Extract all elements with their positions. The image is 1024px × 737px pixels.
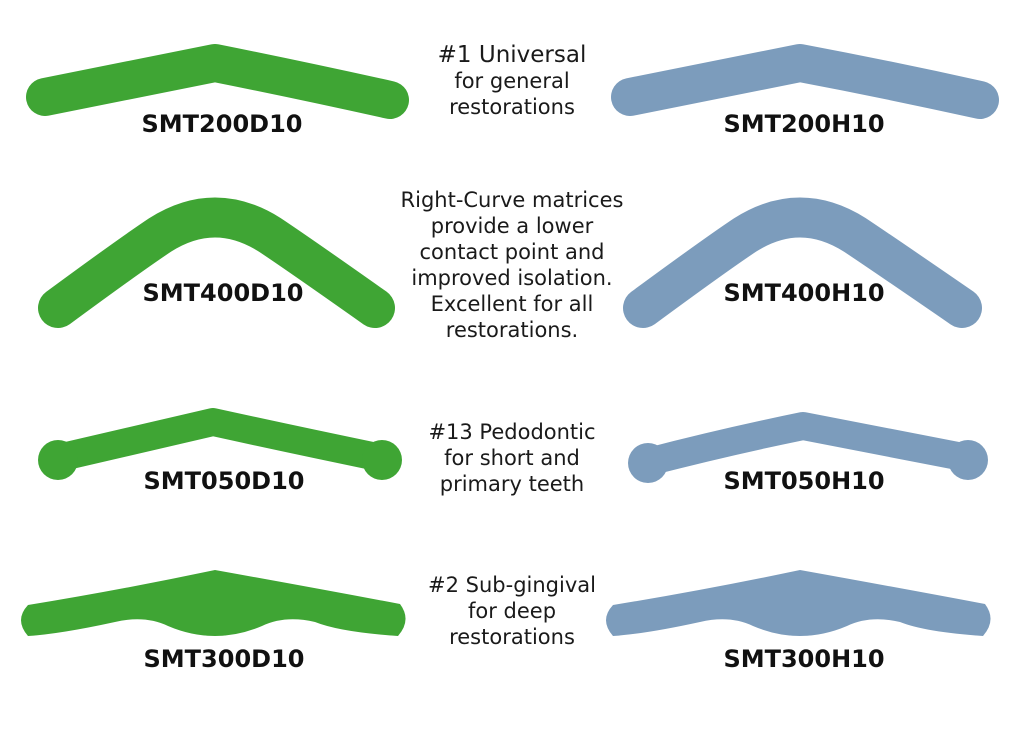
product-code-left: SMT200D10 <box>141 110 303 138</box>
description-line: restorations. <box>445 318 579 342</box>
description-line: provide a lower <box>430 214 594 238</box>
product-code-left: SMT050D10 <box>143 467 305 495</box>
product-code-right: SMT200H10 <box>723 110 885 138</box>
description-line: restorations <box>449 625 575 649</box>
pedodontic-right-end-cap-a <box>628 443 668 483</box>
description-line: for short and <box>444 446 580 470</box>
description-line: for general <box>454 69 570 93</box>
description-line: improved isolation. <box>411 266 613 290</box>
description-line: #2 Sub-gingival <box>428 573 596 597</box>
description-line: Right-Curve matrices <box>400 188 624 212</box>
matrix-description: #1 Universal for general restorations <box>377 42 647 120</box>
matrix-band-right-curve-left <box>38 197 395 328</box>
description-line: primary teeth <box>439 472 585 496</box>
matrix-band-sub-gingival-left <box>21 570 406 636</box>
description-line: contact point and <box>419 240 605 264</box>
product-code-left: SMT400D10 <box>142 279 304 307</box>
matrix-description: #13 Pedodontic for short and primary tee… <box>377 419 647 497</box>
pedodontic-right-end-cap-b <box>948 440 988 480</box>
description-line: for deep <box>467 599 557 623</box>
matrix-band-right-curve-right <box>623 197 982 328</box>
description-line: restorations <box>449 95 575 119</box>
matrix-description: #2 Sub-gingival for deep restorations <box>377 572 647 650</box>
matrix-band-universal-right <box>611 44 999 119</box>
description-line: #13 Pedodontic <box>428 420 596 444</box>
product-code-left: SMT300D10 <box>143 645 305 673</box>
description-line: Excellent for all <box>430 292 594 316</box>
product-code-right: SMT400H10 <box>723 279 885 307</box>
pedodontic-left-end-cap-a <box>38 440 78 480</box>
matrix-band-sub-gingival-right <box>606 570 991 636</box>
product-code-right: SMT050H10 <box>723 467 885 495</box>
pedodontic-left-end-cap-b <box>362 440 402 480</box>
matrix-band-pedodontic-left <box>44 408 396 472</box>
product-code-right: SMT300H10 <box>723 645 885 673</box>
matrix-band-pedodontic-right <box>634 412 982 476</box>
description-line: #1 Universal <box>437 42 587 68</box>
matrix-description: Right-Curve matrices provide a lower con… <box>377 187 647 343</box>
matrix-band-universal-left <box>26 44 409 119</box>
